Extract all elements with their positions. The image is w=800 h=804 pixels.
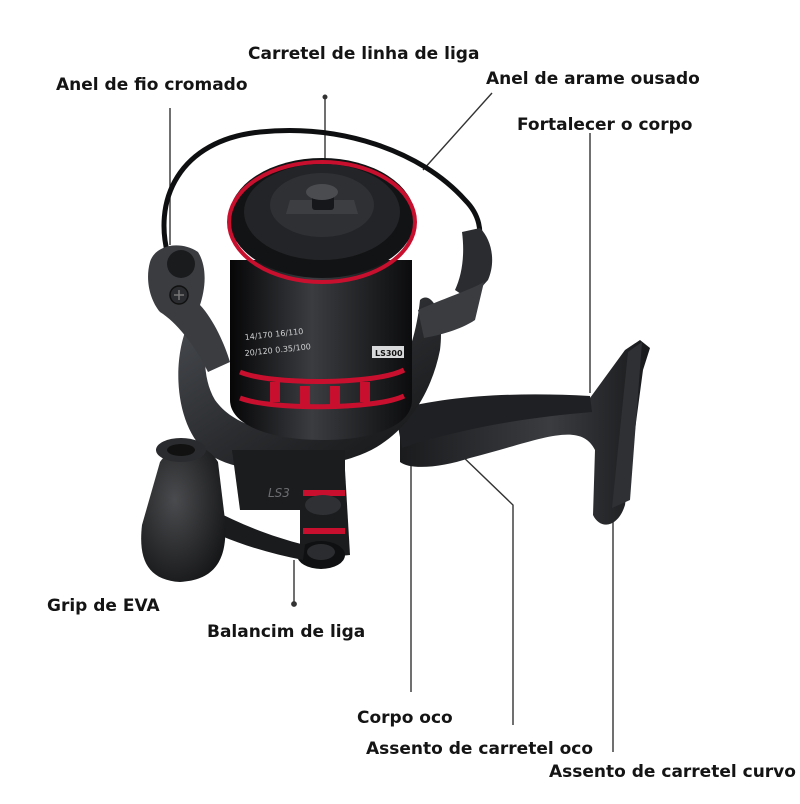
bail-arm-right bbox=[418, 228, 493, 338]
leader-seat bbox=[457, 451, 514, 725]
reel-stem bbox=[395, 394, 592, 448]
label-alloy-spool: Carretel de linha de liga bbox=[248, 44, 480, 64]
label-hollow-body: Corpo oco bbox=[357, 708, 453, 728]
eva-grip bbox=[141, 438, 226, 582]
bail-arm-left bbox=[148, 245, 230, 372]
spool: 14/170 16/110 20/120 0.35/100 LS300 bbox=[227, 158, 417, 440]
bail-wire bbox=[161, 128, 483, 265]
spool-model: LS300 bbox=[375, 349, 403, 358]
leader-bail bbox=[422, 92, 493, 171]
label-chrome-wire-ring: Anel de fio cromado bbox=[56, 75, 248, 95]
label-curved-reel-seat: Assento de carretel curvo bbox=[549, 762, 796, 782]
leader-spool-dot bbox=[322, 94, 328, 100]
alloy-rocker bbox=[297, 470, 350, 569]
label-bold-bail: Anel de arame ousado bbox=[486, 69, 700, 89]
label-hollow-reel-seat: Assento de carretel oco bbox=[366, 739, 594, 759]
reel-foot bbox=[400, 340, 650, 525]
label-eva-grip: Grip de EVA bbox=[47, 596, 160, 616]
svg-text:LS3: LS3 bbox=[268, 486, 290, 500]
leader-rocker-dot bbox=[291, 601, 297, 607]
label-strengthen-body: Fortalecer o corpo bbox=[517, 115, 693, 135]
label-alloy-rocker: Balancim de liga bbox=[207, 622, 366, 642]
